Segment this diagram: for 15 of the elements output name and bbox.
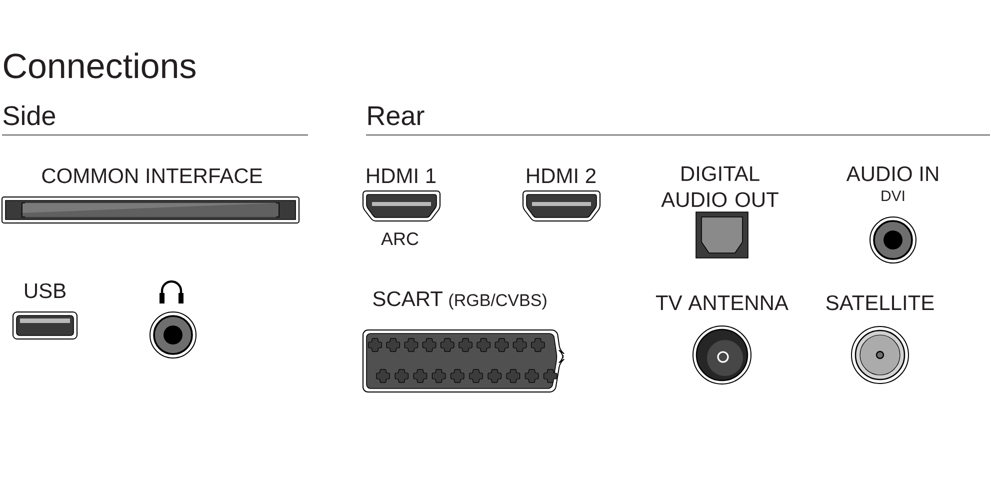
port-label: DIGITAL AUDIO OUT bbox=[661, 166, 778, 208]
section-heading: Rear bbox=[368, 106, 424, 126]
port-label: COMMON INTERFACE bbox=[42, 168, 262, 184]
section-heading: Side bbox=[3, 105, 56, 126]
port-label: DVI bbox=[882, 190, 904, 201]
port-label: ARC bbox=[381, 232, 418, 246]
port-label: AUDIO IN bbox=[846, 166, 938, 182]
port-label: TV ANTENNA bbox=[656, 296, 788, 310]
title: Connections bbox=[4, 52, 196, 78]
port-label: HDMI 1 bbox=[367, 168, 436, 183]
port-label: SCART bbox=[373, 291, 442, 306]
port-label: (RGB/CVBS) bbox=[449, 294, 546, 310]
port-label: HDMI 2 bbox=[527, 168, 596, 183]
port-label: USB bbox=[25, 283, 66, 298]
port-label: SATELLITE bbox=[826, 295, 934, 310]
